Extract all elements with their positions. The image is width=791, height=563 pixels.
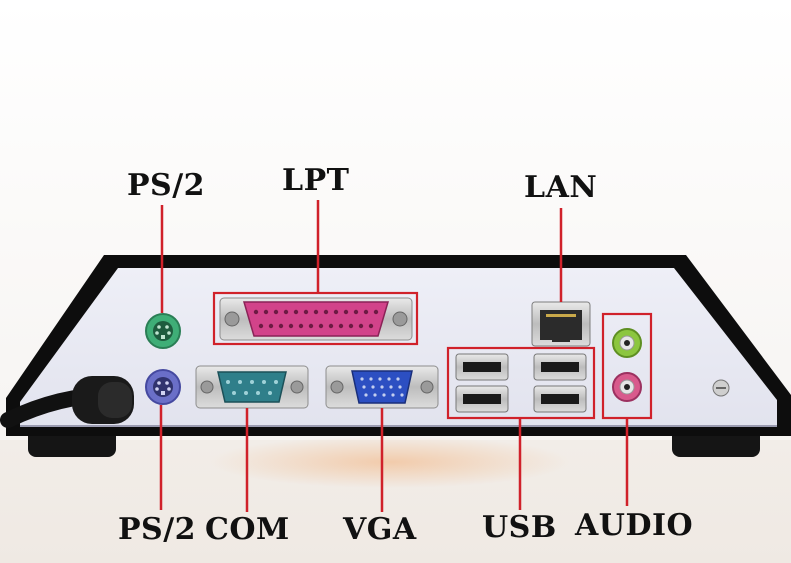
callout-boxes [212, 291, 653, 420]
audio-jack-icon [612, 372, 642, 402]
vga-port-icon [325, 365, 439, 409]
chassis [6, 255, 791, 457]
audio-label: AUDIO [575, 508, 694, 543]
ps2-port-icon [145, 313, 181, 349]
db9-port-icon [195, 365, 309, 409]
lpt-callout-box [212, 291, 419, 346]
ps2-port-icon [145, 369, 181, 405]
audio-jack-icon [612, 328, 642, 358]
floor-reflection [210, 436, 570, 488]
rj45-port-icon [531, 301, 591, 347]
usb-port-icon [455, 353, 509, 413]
callout-lines [159, 200, 629, 512]
usb-port-icon [533, 353, 587, 413]
screw-icon [712, 379, 730, 397]
power-cable-icon [0, 376, 134, 428]
usb-label: USB [482, 510, 557, 545]
ps2-bottom-label: PS/2 [118, 512, 197, 547]
db25-port-icon [219, 297, 413, 341]
lan-label: LAN [524, 170, 598, 205]
com-label: COM [205, 512, 290, 547]
vga-label: VGA [343, 512, 417, 547]
ps2-top-label: PS/2 [127, 168, 206, 203]
lpt-label: LPT [282, 163, 350, 198]
